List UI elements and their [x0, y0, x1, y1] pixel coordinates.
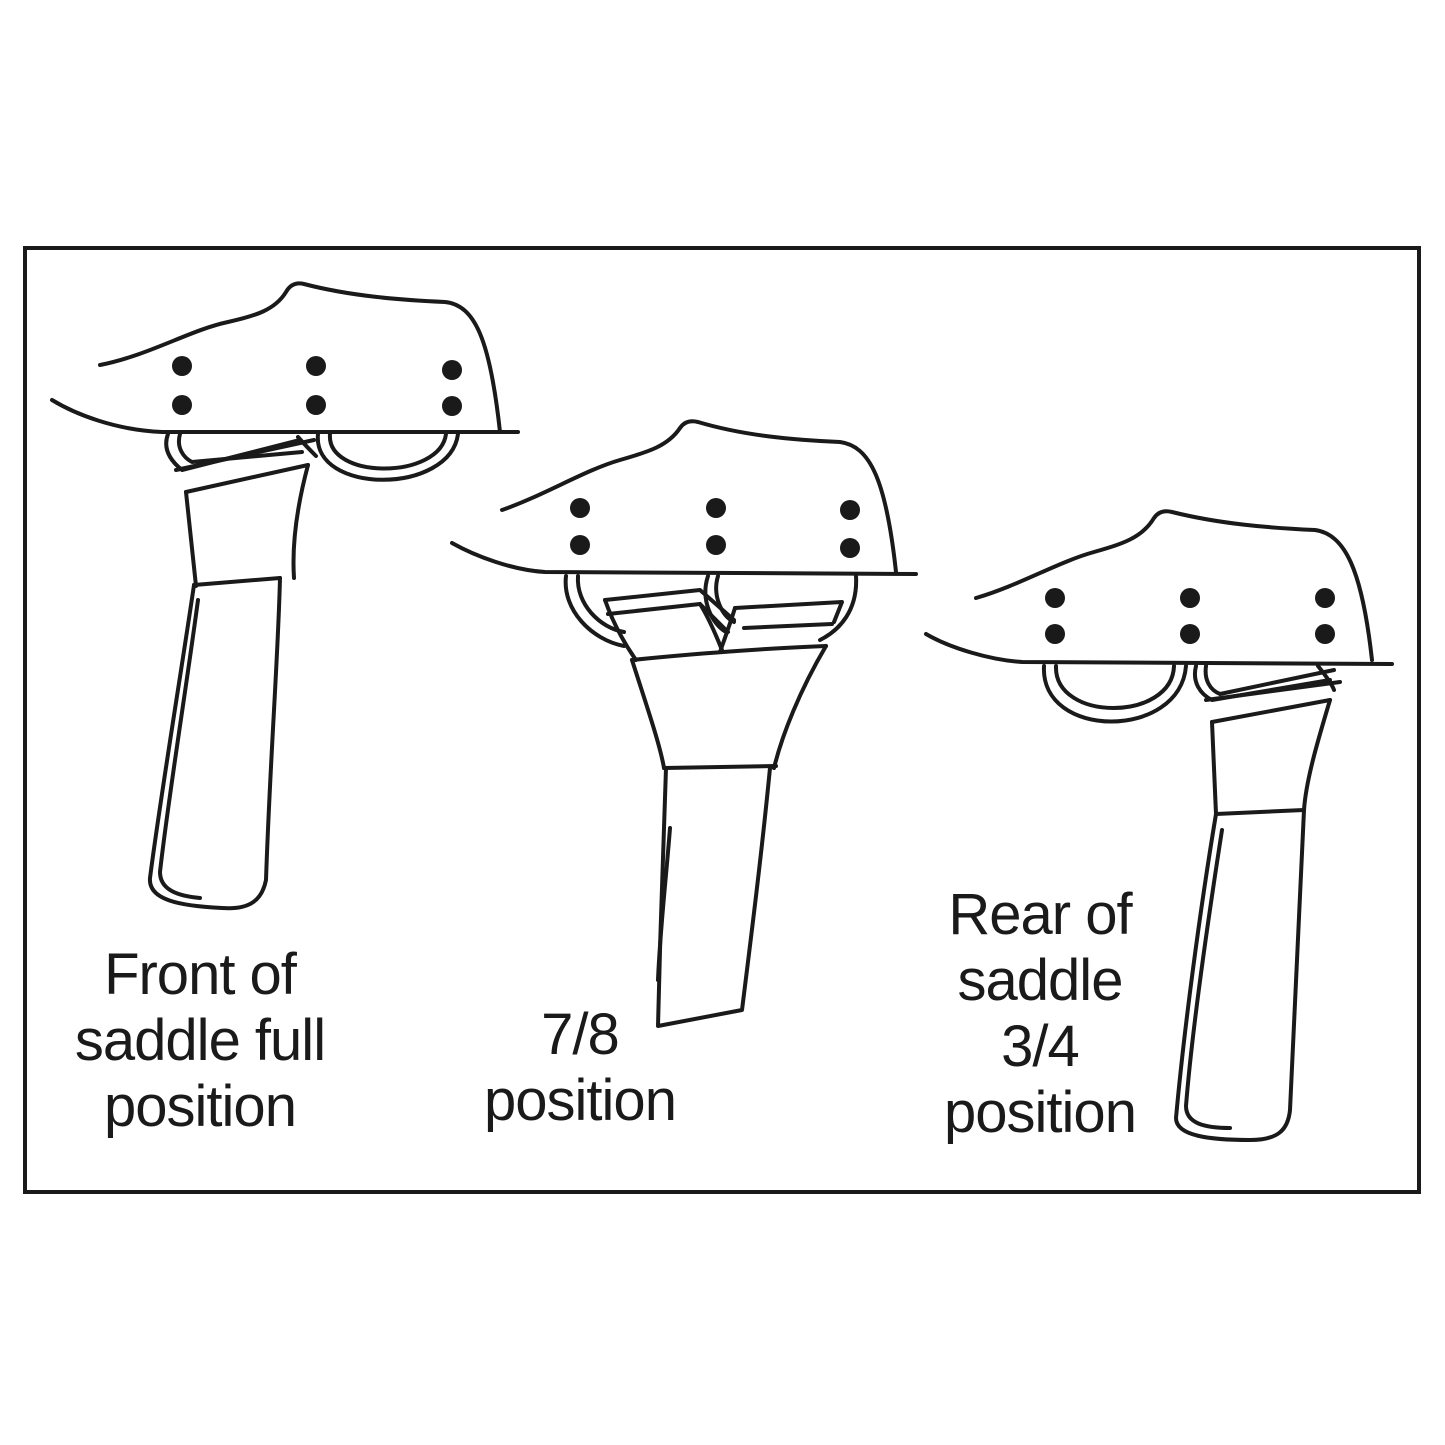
rigging-hole — [172, 395, 192, 415]
rigging-hole — [306, 356, 326, 376]
rigging-hole — [840, 538, 860, 558]
rigging-dee-ring — [315, 432, 460, 482]
rigging-hole — [706, 535, 726, 555]
rigging-hole — [1180, 624, 1200, 644]
saddle-full-position — [50, 281, 520, 911]
rigging-hole — [1045, 588, 1065, 608]
rigging-hole — [570, 498, 590, 518]
saddle-three-quarter-position — [924, 509, 1394, 1142]
saddle-rigging-holes — [172, 356, 462, 416]
caption-seven-eighths-position: 7/8 position — [440, 1002, 720, 1134]
saddle-tree-bar — [50, 398, 520, 434]
cinch-strap — [147, 576, 282, 911]
rigging-hole — [570, 535, 590, 555]
rigging-dee-ring — [1041, 664, 1188, 724]
caption-line: 3/4 — [1001, 1014, 1080, 1079]
latigo-strap — [603, 588, 844, 662]
caption-line: position — [944, 1080, 1137, 1145]
rigging-hole — [442, 360, 462, 380]
saddle-rigging-holes — [1045, 588, 1335, 644]
diagram-frame — [23, 246, 1421, 1194]
caption-line: saddle — [957, 948, 1124, 1013]
rigging-hole — [706, 498, 726, 518]
latigo-strap — [1193, 664, 1342, 816]
saddle-skirt-outline — [974, 509, 1374, 662]
saddle-rigging-holes — [570, 498, 860, 558]
caption-line: 7/8 — [541, 1002, 620, 1067]
saddle-skirt-outline — [98, 281, 502, 434]
caption-line: position — [484, 1068, 677, 1133]
saddle-seven-eighths-position — [450, 419, 918, 1028]
rigging-hole — [306, 395, 326, 415]
caption-line: position — [104, 1074, 297, 1139]
caption-front-full-position: Front of saddle full position — [40, 942, 360, 1140]
rigging-hole — [442, 396, 462, 416]
cinch-strap — [630, 644, 828, 1028]
rigging-hole — [1180, 588, 1200, 608]
cinch-strap — [1174, 808, 1306, 1142]
saddle-skirt-outline — [500, 419, 898, 574]
latigo-strap — [164, 432, 318, 588]
rigging-hole — [172, 356, 192, 376]
rigging-hole — [840, 500, 860, 520]
caption-rear-three-quarter-position: Rear of saddle 3/4 position — [880, 882, 1200, 1146]
caption-line: Rear of — [948, 882, 1132, 947]
rigging-hole — [1045, 624, 1065, 644]
caption-line: Front of — [104, 942, 297, 1007]
saddle-tree-bar — [450, 541, 918, 576]
saddle-tree-bar — [924, 632, 1394, 666]
rigging-hole — [1315, 588, 1335, 608]
rigging-hole — [1315, 624, 1335, 644]
caption-line: saddle full — [74, 1008, 326, 1073]
